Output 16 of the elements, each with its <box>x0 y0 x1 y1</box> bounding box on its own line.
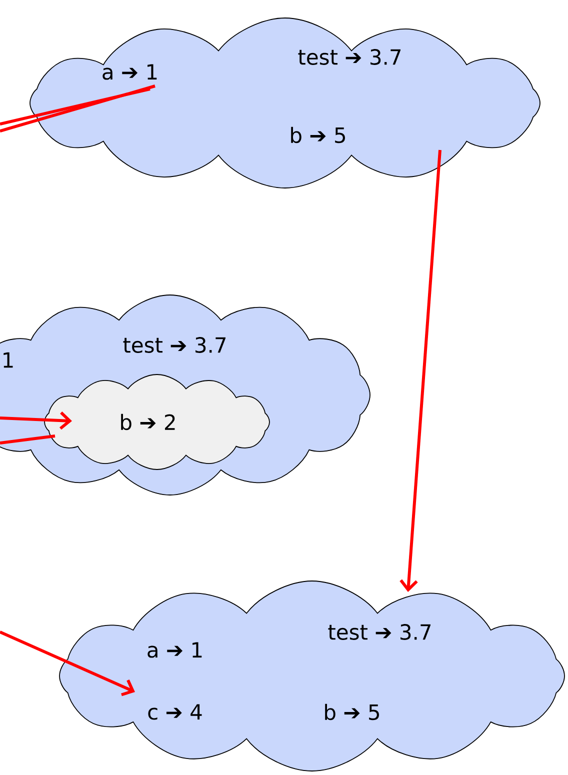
binding-text: test ➔ 3.7 <box>328 624 430 640</box>
binding-text: b ➔ 5 <box>291 126 345 144</box>
cloud <box>44 374 270 470</box>
binding-text: 1 <box>4 352 13 368</box>
binding-text: c ➔ 4 <box>148 704 202 720</box>
arrow <box>400 150 442 592</box>
binding-text: a ➔ 1 <box>102 64 157 80</box>
binding-text: b ➔ 5 <box>325 704 379 720</box>
binding-text: b ➔ 2 <box>121 414 175 430</box>
arrow <box>0 411 72 430</box>
cloud <box>59 580 565 772</box>
binding-text: test ➔ 3.7 <box>298 49 400 65</box>
binding-text: a ➔ 1 <box>148 642 202 658</box>
binding-text: test ➔ 3.7 <box>123 337 226 353</box>
cloud <box>30 18 540 188</box>
arrow <box>0 630 135 696</box>
